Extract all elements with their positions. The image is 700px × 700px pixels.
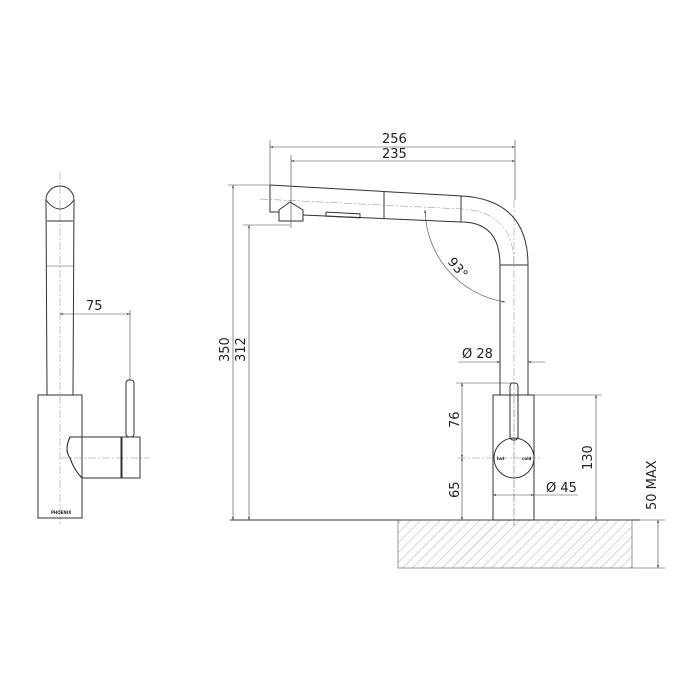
brand-mark: PHOENIX bbox=[51, 510, 71, 515]
spray-button bbox=[325, 211, 361, 219]
dim-312-label: 312 bbox=[234, 337, 249, 362]
bench-section bbox=[397, 519, 633, 569]
side-lever bbox=[125, 379, 135, 438]
side-spout-head bbox=[45, 199, 75, 210]
dim-130-label: 130 bbox=[581, 445, 596, 470]
dim-50-label: 50 MAX bbox=[645, 460, 660, 510]
front-view: hot cold 256 235 350 312 93° Ø 28 76 65 bbox=[218, 132, 665, 569]
spout-outline bbox=[269, 184, 529, 395]
dim-28-label: Ø 28 bbox=[462, 347, 493, 362]
side-handle-curve bbox=[66, 436, 83, 479]
side-spout-column bbox=[45, 185, 75, 396]
cold-label: cold bbox=[522, 456, 531, 461]
dim-76-label: 76 bbox=[448, 411, 463, 428]
dim-45-label: Ø 45 bbox=[546, 481, 577, 496]
side-handle-body bbox=[81, 436, 123, 479]
dim-angle-label: 93° bbox=[444, 255, 470, 282]
side-handle-cap bbox=[120, 436, 141, 479]
hot-label: hot bbox=[497, 456, 505, 461]
dim-angle-arc bbox=[424, 209, 506, 303]
dim-235-label: 235 bbox=[382, 147, 407, 162]
dim-350-label: 350 bbox=[218, 337, 233, 362]
side-view: PHOENIX 75 bbox=[37, 172, 150, 524]
spout-centerline bbox=[259, 198, 515, 266]
dim-75-label: 75 bbox=[86, 299, 103, 314]
spout-nozzle bbox=[278, 201, 304, 222]
dim-65-label: 65 bbox=[448, 481, 463, 498]
dim-256-label: 256 bbox=[382, 132, 407, 147]
